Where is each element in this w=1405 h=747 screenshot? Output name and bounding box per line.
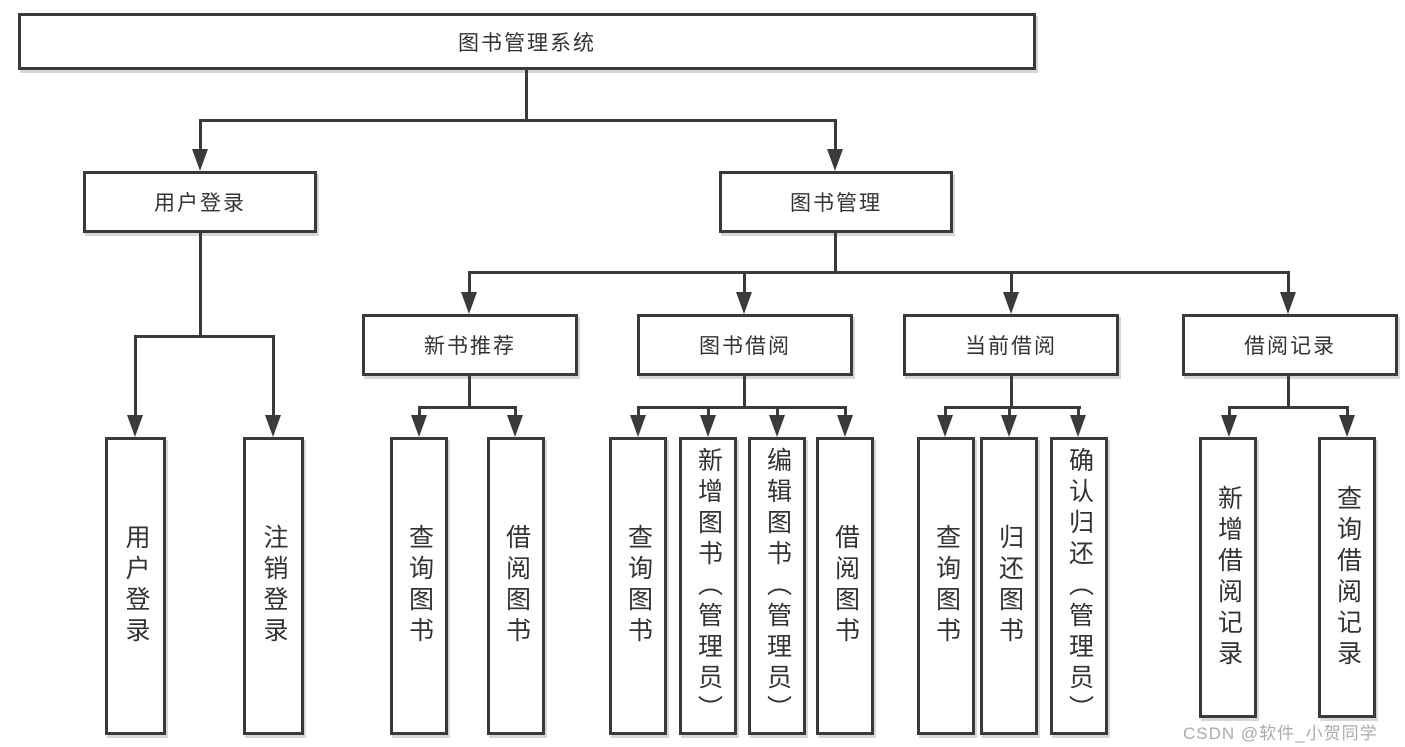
connector-module1-rail [637,406,847,409]
arrow-down-icon [265,415,281,437]
arrow-down-icon [827,149,843,171]
connector-leaf-stem [1077,406,1080,416]
connector-book-mgmt-stem [834,119,837,151]
arrow-down-icon [411,415,427,437]
arrow-down-icon [1070,415,1086,437]
connector-modules-rail [468,271,1290,274]
leaf-query-book-recommend: 查询图书 [390,437,448,735]
leaf-label: 查询图书 [624,524,653,648]
leaf-query-book-current: 查询图书 [917,437,975,735]
leaf-query-book-borrow: 查询图书 [609,437,667,735]
connector-leaf-stem [272,335,275,416]
leaf-edit-book-admin: 编辑图书（管理员） [748,437,806,735]
leaf-add-book-admin: 新增图书（管理员） [679,437,737,735]
connector-root-stem [525,69,528,119]
arrow-down-icon [192,149,208,171]
leaf-label: 借阅图书 [831,524,860,648]
leaf-user-login: 用户登录 [105,437,166,735]
leaf-logout: 注销登录 [243,437,304,735]
arrow-down-icon [1003,292,1019,314]
connector-leaf-stem [134,335,137,416]
connector-leaf-stem [637,406,640,416]
node-user-login-label: 用户登录 [154,192,246,215]
arrow-down-icon [127,415,143,437]
arrow-down-icon [630,415,646,437]
connector-module-stem [1010,271,1013,294]
leaf-label: 新增图书（管理员） [694,446,723,726]
leaf-add-borrow-record: 新增借阅记录 [1199,437,1257,718]
leaf-label: 归还图书 [995,524,1024,648]
connector-module-stem [468,271,471,294]
node-book-borrow: 图书借阅 [637,314,853,376]
connector-module2-rail [944,406,1081,409]
leaf-label: 查询借阅记录 [1333,484,1362,671]
leaf-label: 确认归还（管理员） [1065,446,1094,726]
leaf-borrow-book: 借阅图书 [816,437,874,735]
node-new-book-recommend-label: 新书推荐 [424,335,516,358]
connector-root-rail [199,119,836,122]
connector-leaf-stem [1008,406,1011,416]
connector-leaf-stem [514,406,517,416]
leaf-label: 用户登录 [122,524,150,648]
connector-module-stem [1287,271,1290,294]
connector-book-mgmt-down [834,233,837,271]
leaf-confirm-return-admin: 确认归还（管理员） [1050,437,1108,735]
connector-leaf-stem [1346,406,1349,416]
connector-leaf-stem [844,406,847,416]
leaf-label: 编辑图书（管理员） [763,446,792,726]
connector-module0-rail [418,406,517,409]
connector-leaf-stem [1228,406,1231,416]
leaf-label: 新增借阅记录 [1214,484,1243,671]
arrow-down-icon [736,292,752,314]
connector-user-login-stem [199,119,202,151]
node-root-system: 图书管理系统 [18,13,1036,70]
leaf-return-book: 归还图书 [980,437,1038,735]
arrow-down-icon [837,415,853,437]
node-root-label: 图书管理系统 [458,31,596,55]
node-borrow-record-label: 借阅记录 [1244,335,1336,358]
connector-module3-down [1287,376,1290,408]
arrow-down-icon [1221,415,1237,437]
node-current-borrow-label: 当前借阅 [965,335,1057,358]
node-current-borrow: 当前借阅 [903,314,1119,376]
node-borrow-record: 借阅记录 [1182,314,1398,376]
connector-leaf-stem [944,406,947,416]
arrow-down-icon [937,415,953,437]
arrow-down-icon [1001,415,1017,437]
leaf-query-borrow-record: 查询借阅记录 [1318,437,1376,718]
csdn-watermark: CSDN @软件_小贺同学 [1183,724,1378,743]
arrow-down-icon [700,415,716,437]
leaf-label: 借阅图书 [502,524,531,648]
arrow-down-icon [507,415,523,437]
arrow-down-icon [769,415,785,437]
leaf-label: 注销登录 [260,524,288,648]
node-book-borrow-label: 图书借阅 [699,335,791,358]
connector-module2-down [1010,376,1013,408]
connector-user-login-down [199,233,202,335]
arrow-down-icon [461,292,477,314]
node-book-management-label: 图书管理 [790,192,882,215]
connector-leaf-stem [776,406,779,416]
node-new-book-recommend: 新书推荐 [362,314,578,376]
connector-module1-down [743,376,746,408]
node-book-management: 图书管理 [719,171,953,233]
connector-leaf-stem [707,406,710,416]
leaf-label: 查询图书 [405,524,434,648]
leaf-borrow-book-recommend: 借阅图书 [487,437,545,735]
arrow-down-icon [1280,292,1296,314]
connector-module-stem [743,271,746,294]
connector-module0-down [468,376,471,408]
leaf-label: 查询图书 [932,524,961,648]
arrow-down-icon [1339,415,1355,437]
node-user-login: 用户登录 [83,171,317,233]
connector-leaf-stem [418,406,421,416]
connector-module3-rail [1228,406,1349,409]
connector-user-login-rail [134,335,275,338]
